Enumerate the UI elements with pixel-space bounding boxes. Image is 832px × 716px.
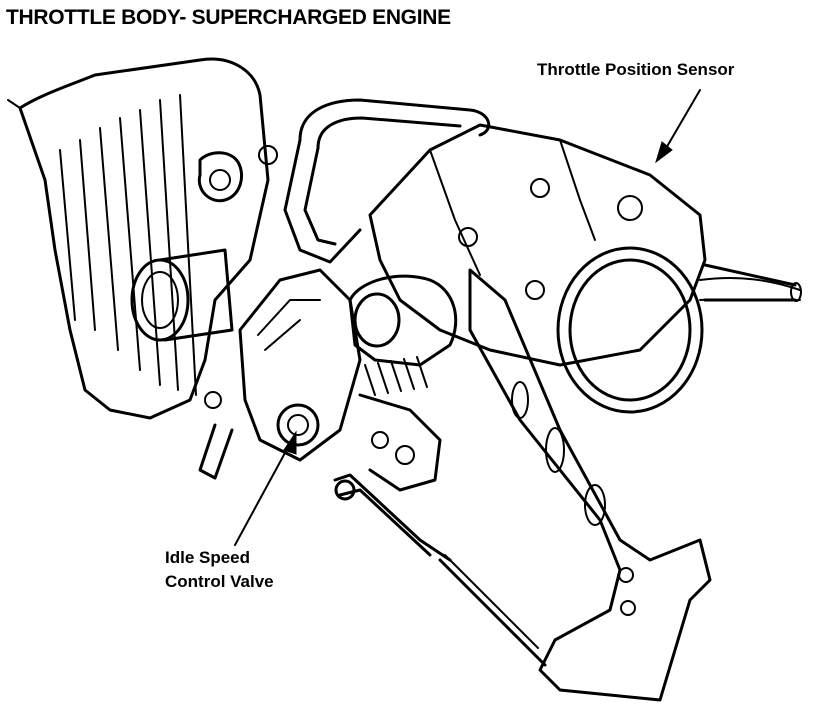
throttle-position-sensor-label: Throttle Position Sensor <box>537 60 735 79</box>
throttle-linkage-bracket <box>333 268 712 702</box>
outlet-hose <box>703 263 802 302</box>
diagram-title: THROTTLE BODY- SUPERCHARGED ENGINE <box>6 6 451 29</box>
callout-leaders <box>234 89 701 546</box>
tps-arrowhead-icon <box>655 141 673 164</box>
throttle-body-housing <box>368 123 707 367</box>
tps-leader-line <box>664 89 701 151</box>
return-spring <box>364 356 547 667</box>
lower-hose <box>198 391 234 480</box>
iscv-arrowhead-icon <box>283 430 297 455</box>
idle-speed-label-line2: Control Valve <box>165 572 274 591</box>
engine-housing <box>7 57 270 420</box>
throttle-bore <box>556 246 801 414</box>
iscv-leader-line <box>234 439 293 546</box>
idle-speed-label-line1: Idle Speed <box>165 548 251 567</box>
intake-pipe <box>130 248 234 342</box>
idle-speed-control-valve <box>238 268 458 462</box>
